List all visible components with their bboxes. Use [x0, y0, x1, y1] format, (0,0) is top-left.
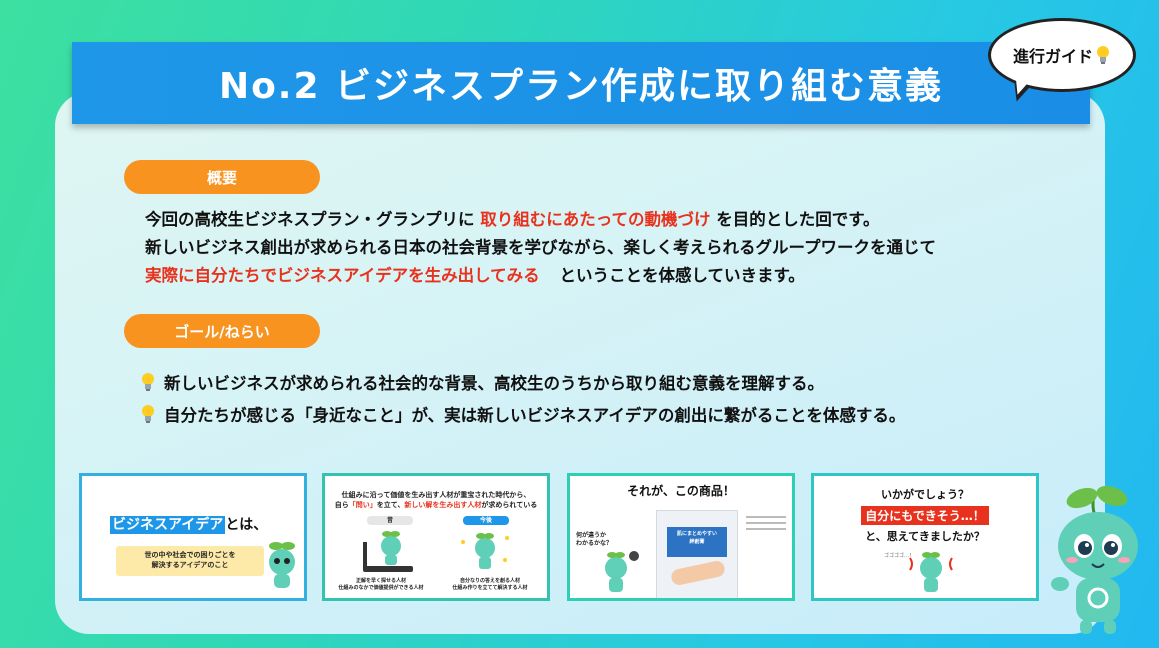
slide-thumbnail-3[interactable]: それが、この商品！ 何が違うか わかるかな？ 肌にまとめやすい 絆創膏 — [567, 473, 795, 601]
overview-text: 今回の高校生ビジネスプラン・グランプリに 取り組むにあたっての動機づけ を目的と… — [145, 206, 936, 290]
thumb2-right-caption2: 仕組み作りを立てて解決する人材 — [452, 585, 528, 591]
thumb2-line2-mid: を立て、 — [376, 501, 405, 509]
thumb2-line2-post: が求められている — [481, 501, 538, 509]
thumb2-line2: 自ら「問い」を立て、新しい解を生み出す人材が求められている — [325, 500, 547, 510]
thumb2-line2-red2: 新しい解を生み出す人材 — [404, 501, 482, 509]
slide-thumbnail-4[interactable]: いかがでしょう？ 自分にもできそう…！ と、思えてきましたか？ ゴゴゴゴ…！ — [811, 473, 1039, 601]
thumb1-box: 世の中や社会での困りごとを 解決するアイデアのこと — [116, 546, 264, 576]
goal-list: 新しいビジネスが求められる社会的な背景、高校生のうちから取り組む意義を理解する。… — [140, 366, 905, 430]
page-title: No.2 ビジネスプラン作成に取り組む意義 — [218, 66, 944, 107]
thumb3-product-image: 肌にまとめやすい 絆創膏 — [656, 510, 738, 598]
lightbulb-icon — [142, 405, 154, 423]
excited-mascot-icon — [909, 552, 953, 592]
thumb3-side-note1: 何が違うか — [576, 532, 607, 539]
thumb4-sfx: ゴゴゴゴ…！ — [884, 553, 915, 559]
lightbulb-icon — [142, 373, 154, 391]
thumb2-right-tag: 今後 — [463, 516, 509, 525]
thumb4-line3: と、思えてきましたか？ — [865, 530, 985, 543]
thumb4-banner: 自分にもできそう…！ — [861, 506, 989, 525]
mascot-character — [1051, 485, 1138, 634]
thumb3-side-note2: わかるかな？ — [576, 540, 613, 547]
thumb2-line2-pre: 自ら — [334, 501, 349, 509]
slide-thumbnail-1[interactable]: ビジネスアイデアとは、 世の中や社会での困りごとを 解決するアイデアのこと — [79, 473, 307, 601]
goal-item-text: 自分たちが感じる「身近なこと」が、実は新しいビジネスアイデアの創出に繋がることを… — [164, 406, 906, 425]
thumb2-left-caption1: 正解を早く探せる人材 — [355, 578, 406, 584]
thumb1-heading: とは、 — [225, 517, 268, 533]
goal-item-text: 新しいビジネスが求められる社会的な背景、高校生のうちから取り組む意義を理解する。 — [164, 374, 824, 393]
thumb3-product-line1: 肌にまとめやすい — [676, 531, 717, 537]
thumb3-text-lines — [746, 516, 786, 530]
thumb3-bandage — [669, 559, 727, 587]
thumb2-line2-red1: 「問い」 — [348, 501, 377, 509]
overview-line-3: 実際に自分たちでビジネスアイデアを生み出してみる ということを体感していきます。 — [145, 262, 936, 290]
thumb3-side-note: 何が違うか わかるかな？ — [576, 532, 612, 548]
guide-bubble-label: 進行ガイド — [1012, 47, 1093, 66]
thumb1-box-line2: 解決するアイデアのこと — [151, 561, 229, 569]
slide-thumbnail-2[interactable]: 仕組みに沿って価値を生み出す人材が重宝された時代から、 自ら「問い」を立て、新し… — [322, 473, 550, 601]
title-banner: No.2 ビジネスプラン作成に取り組む意義 — [72, 42, 1090, 124]
goal-item: 自分たちが感じる「身近なこと」が、実は新しいビジネスアイデアの創出に繋がることを… — [140, 398, 905, 430]
thumb2-left-caption2: 仕組みのなかで価値提供ができる人材 — [338, 585, 424, 591]
goal-item: 新しいビジネスが求められる社会的な背景、高校生のうちから取り組む意義を理解する。 — [140, 366, 905, 398]
thinking-mascot-icon — [605, 551, 639, 592]
overview-line1-emphasis: 取り組むにあたっての動機づけ — [480, 210, 711, 229]
thumb1-heading-highlight: ビジネスアイデア — [110, 516, 226, 534]
thumb2-left-tag: 昔 — [367, 516, 413, 525]
lightbulb-icon — [1097, 46, 1109, 64]
thumb3-product-box — [667, 527, 727, 557]
thumb4-line1: いかがでしょう？ — [881, 488, 969, 501]
overview-line-2: 新しいビジネス創出が求められる日本の社会背景を学びながら、楽しく考えられるグルー… — [145, 238, 937, 257]
thumb2-right-label: 今後 — [479, 517, 492, 524]
mascot-icon — [269, 542, 295, 588]
thumb2-left-label: 昔 — [386, 517, 393, 524]
guide-bubble: 進行ガイド — [988, 18, 1136, 92]
overview-line3-post: ということを体感していきます。 — [559, 266, 805, 285]
treadmill-mascot-icon — [363, 531, 413, 572]
overview-line1-post: を目的とした回です。 — [716, 210, 880, 229]
thumb2-right-caption1: 自分なりの答えを創る人材 — [459, 578, 520, 584]
overview-line1-pre: 今回の高校生ビジネスプラン・グランプリに — [145, 210, 475, 229]
overview-label: 概要 — [206, 168, 237, 187]
goal-label: ゴール/ねらい — [174, 322, 270, 341]
thumb3-heading: それが、この商品！ — [627, 484, 735, 498]
goal-pill: ゴール/ねらい — [124, 314, 320, 348]
overview-pill: 概要 — [124, 160, 320, 194]
thumb3-product-line2: 絆創膏 — [689, 539, 705, 545]
overview-line-1: 今回の高校生ビジネスプラン・グランプリに 取り組むにあたっての動機づけ を目的と… — [145, 206, 936, 234]
sparkle-mascot-icon — [461, 533, 509, 569]
thumb1-box-line1: 世の中や社会での困りごとを — [144, 551, 236, 559]
overview-line3-emphasis: 実際に自分たちでビジネスアイデアを生み出してみる — [145, 266, 540, 285]
thumb2-line1: 仕組みに沿って価値を生み出す人材が重宝された時代から、 — [341, 491, 531, 499]
